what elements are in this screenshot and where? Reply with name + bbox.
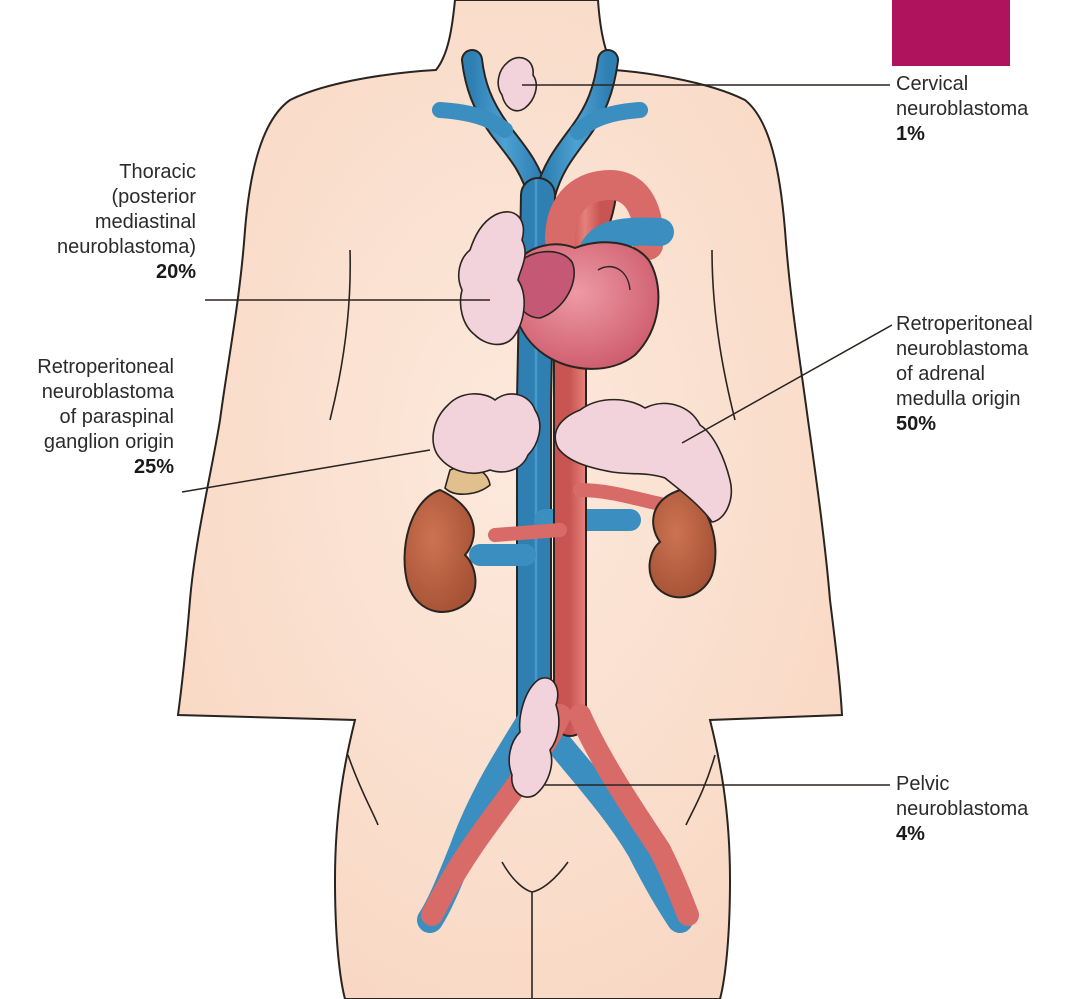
pelvic-percent: 4%	[896, 822, 1028, 847]
thoracic-label-line-2: (posterior	[57, 185, 196, 210]
accent-block	[892, 0, 1010, 66]
thoracic-label-line-1: Thoracic	[57, 160, 196, 185]
paraspinal-label: Retroperitoneal neuroblastoma of paraspi…	[37, 355, 174, 480]
thoracic-percent: 20%	[57, 260, 196, 285]
adrenal-label-line-3: of adrenal	[896, 362, 1033, 387]
paraspinal-label-line-1: Retroperitoneal	[37, 355, 174, 380]
paraspinal-label-line-2: neuroblastoma	[37, 380, 174, 405]
thoracic-label: Thoracic (posterior mediastinal neurobla…	[57, 160, 196, 285]
cervical-label-line-2: neuroblastoma	[896, 97, 1028, 122]
pelvic-label-line-1: Pelvic	[896, 772, 1028, 797]
cervical-label: Cervical neuroblastoma 1%	[896, 72, 1028, 147]
paraspinal-percent: 25%	[37, 455, 174, 480]
paraspinal-tumor	[433, 394, 540, 473]
paraspinal-label-line-4: ganglion origin	[37, 430, 174, 455]
adrenal-label-line-1: Retroperitoneal	[896, 312, 1033, 337]
thoracic-label-line-3: mediastinal	[57, 210, 196, 235]
thoracic-label-line-4: neuroblastoma)	[57, 235, 196, 260]
pelvic-label-line-2: neuroblastoma	[896, 797, 1028, 822]
pelvic-label: Pelvic neuroblastoma 4%	[896, 772, 1028, 847]
cervical-percent: 1%	[896, 122, 1028, 147]
paraspinal-label-line-3: of paraspinal	[37, 405, 174, 430]
adrenal-label-line-2: neuroblastoma	[896, 337, 1033, 362]
adrenal-label: Retroperitoneal neuroblastoma of adrenal…	[896, 312, 1033, 437]
adrenal-label-line-4: medulla origin	[896, 387, 1033, 412]
adrenal-percent: 50%	[896, 412, 1033, 437]
cervical-label-line-1: Cervical	[896, 72, 1028, 97]
